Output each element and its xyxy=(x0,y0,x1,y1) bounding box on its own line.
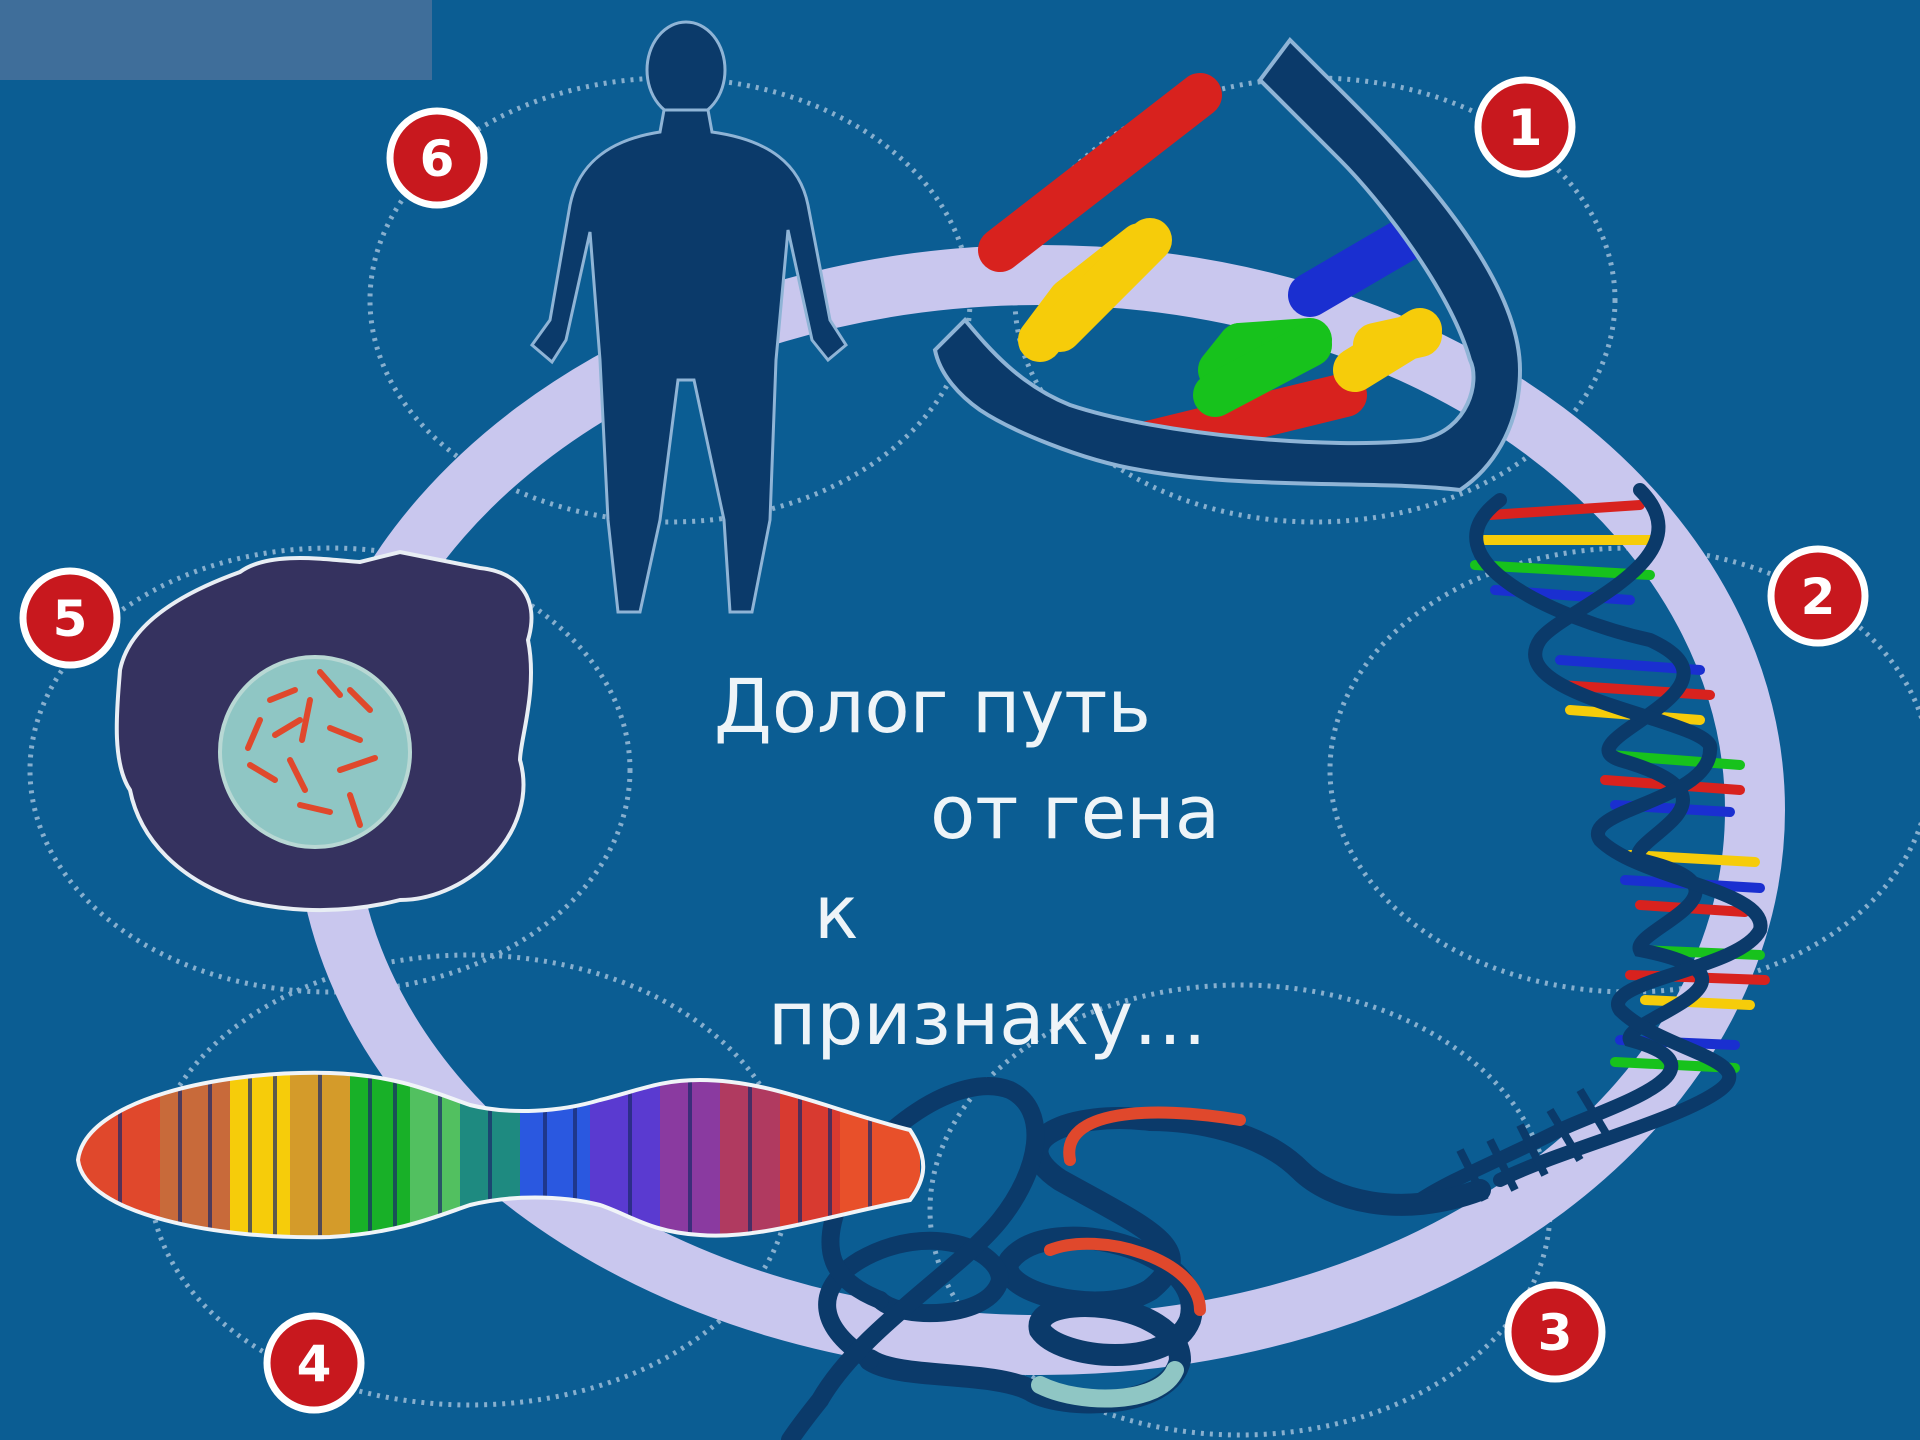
badge-6-label: 6 xyxy=(420,130,455,188)
badge-4-label: 4 xyxy=(297,1335,332,1393)
title-line-3: к xyxy=(814,870,859,956)
badge-5-label: 5 xyxy=(53,590,88,648)
cell-with-nucleus-icon xyxy=(117,552,532,910)
badge-6: 6 xyxy=(390,111,484,205)
corner-patch xyxy=(0,0,432,80)
cell-nucleus xyxy=(220,657,410,847)
badge-4: 4 xyxy=(267,1316,361,1410)
badge-3-label: 3 xyxy=(1538,1304,1573,1362)
badge-1: 1 xyxy=(1478,80,1572,174)
badge-5: 5 xyxy=(23,571,117,665)
title-line-4: признаку… xyxy=(768,976,1207,1062)
badge-1-label: 1 xyxy=(1508,99,1543,157)
title-line-1: Долог путь xyxy=(714,664,1151,750)
title-line-2: от гена xyxy=(930,770,1220,856)
badge-2-label: 2 xyxy=(1801,568,1836,626)
badge-3: 3 xyxy=(1508,1285,1602,1379)
badge-2: 2 xyxy=(1771,549,1865,643)
